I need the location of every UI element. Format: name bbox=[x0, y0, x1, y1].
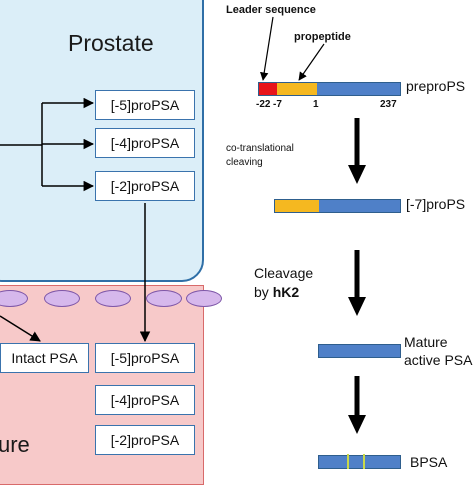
position-237: 237 bbox=[380, 99, 397, 110]
leader-sequence-segment bbox=[259, 83, 277, 95]
blood-propsa-4-box: [-4]proPSA bbox=[95, 385, 195, 415]
leader-pointer bbox=[260, 16, 274, 81]
active-psa-label: active PSA bbox=[404, 352, 473, 368]
blood-intact-psa-box: Intact PSA bbox=[0, 343, 89, 373]
bpsa-clip-site bbox=[347, 454, 349, 469]
by-hk2-label: by hK2 bbox=[254, 284, 299, 300]
blood-propsa-5-box: [-5]proPSA bbox=[95, 343, 195, 373]
bpsa-bar bbox=[318, 455, 401, 469]
bpsa-clip-site bbox=[363, 454, 365, 469]
prostate-propsa-4-box: [-4]proPSA bbox=[95, 128, 195, 158]
prostate-propsa-2-box: [-2]proPSA bbox=[95, 171, 195, 201]
mature-chain-segment bbox=[319, 200, 400, 212]
cotranslational-label: co-translational bbox=[226, 143, 294, 154]
propsa-7-bar bbox=[274, 199, 401, 213]
bpsa-label: BPSA bbox=[410, 454, 448, 470]
prostate-title: Prostate bbox=[68, 30, 154, 56]
epithelial-cell bbox=[44, 290, 80, 307]
epithelial-cell bbox=[95, 290, 131, 307]
propeptide-segment bbox=[277, 83, 317, 95]
blood-title-fragment: ure bbox=[0, 432, 30, 457]
epithelial-cell bbox=[186, 290, 222, 307]
mature-chain-segment bbox=[317, 83, 400, 95]
epithelial-cell bbox=[0, 290, 28, 307]
propeptide-pointer bbox=[298, 43, 325, 81]
hk2-enzyme: hK2 bbox=[272, 284, 300, 300]
prostate-propsa-5-box: [-5]proPSA bbox=[95, 90, 195, 120]
position-1: 1 bbox=[313, 99, 319, 110]
blood-propsa-2-box: [-2]proPSA bbox=[95, 425, 195, 455]
leader-sequence-label: Leader sequence bbox=[226, 4, 316, 16]
propeptide-label: propeptide bbox=[294, 31, 351, 43]
position-minus-7: -7 bbox=[273, 99, 282, 110]
propeptide-segment bbox=[275, 200, 319, 212]
epithelial-cell bbox=[146, 290, 182, 307]
cleavage-label: Cleavage bbox=[254, 265, 314, 281]
prepropsa-label: preproPS bbox=[406, 78, 466, 94]
by-text: by bbox=[254, 284, 273, 300]
position-minus-22: -22 bbox=[256, 99, 271, 110]
cleaving-label: cleaving bbox=[226, 157, 263, 168]
mature-label: Mature bbox=[404, 334, 448, 350]
prepropsa-bar bbox=[258, 82, 401, 96]
process-arrows bbox=[348, 118, 366, 434]
mature-psa-bar bbox=[318, 344, 401, 358]
propsa-7-label: [-7]proPS bbox=[406, 196, 466, 212]
